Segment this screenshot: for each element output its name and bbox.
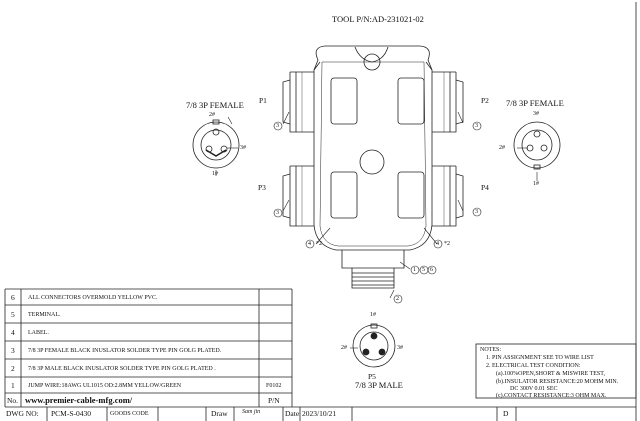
bom-header-website: www.premier-cable-mfg.com/ xyxy=(25,395,133,405)
date-value: 2023/10/21 xyxy=(302,409,337,418)
bottom-thread xyxy=(341,250,405,289)
bom-pn-1: F0102 xyxy=(266,383,282,389)
left-connector-label: 7/8 3P FEMALE xyxy=(186,100,244,110)
callout-2: 2 xyxy=(396,296,399,302)
right-connector-face xyxy=(513,121,561,170)
note-line-5: DC 300V 0.01 SEC xyxy=(510,386,558,392)
bom-header-no: No. xyxy=(7,396,19,405)
left-pin-2: 2# xyxy=(209,112,215,118)
bom-desc-5: TERMINAL. xyxy=(28,312,61,318)
callout-4-left: 4 xyxy=(308,241,311,247)
dwg-no-label: DWG NO: xyxy=(6,409,39,418)
bottom-connector-face xyxy=(352,323,396,368)
left-pin-3: 3# xyxy=(240,145,246,151)
port-p4-label: P4 xyxy=(481,183,489,192)
goods-code-label: GOODS CODE xyxy=(110,411,149,417)
port-p5-label: P5 xyxy=(368,372,376,381)
bom-desc-1: JUMP WIRE:18AWG UL1015 OD:2.8MM YELLOW/G… xyxy=(28,383,182,389)
draw-signature: Sam jin xyxy=(242,409,261,415)
left-connector-face xyxy=(192,119,240,169)
bom-no-2: 2 xyxy=(11,364,15,373)
callout-3-p3: 3 xyxy=(276,210,279,216)
callout-3-p4: 3 xyxy=(475,209,478,215)
draw-label: Draw xyxy=(211,409,228,418)
bom-no-3: 3 xyxy=(11,346,15,355)
bom-no-4: 4 xyxy=(11,328,15,337)
date-label: Date xyxy=(285,409,300,418)
bom-desc-2: 7/8 3P MALE BLACK INUSLATOR SOLDER TYPE … xyxy=(28,366,216,372)
bom-no-6: 6 xyxy=(11,293,15,302)
right-pin-2: 2# xyxy=(499,145,505,151)
port-left-lower xyxy=(282,165,314,227)
callout-star2-right: *2 xyxy=(444,241,450,247)
note-line-6: (c).CONTACT RESISTANCE:3 OHM MAX. xyxy=(496,393,607,399)
bom-table-lines xyxy=(4,288,637,421)
port-p2-label: P2 xyxy=(481,96,489,105)
note-line-4: (b).INSULATOR RESISTANCE:20 MOHM MIN. xyxy=(496,379,619,385)
bottom-connector-label: 7/8 3P MALE xyxy=(355,380,403,390)
bom-no-5: 5 xyxy=(11,310,15,319)
callout-4-right: 4 xyxy=(436,241,439,247)
callout-3-p2: 3 xyxy=(475,123,478,129)
note-line-3: (a).100%OPEN,SHORT & MISWIRE TEST, xyxy=(496,371,605,377)
note-line-2: 2. ELECTRICAL TEST CONDITION: xyxy=(486,363,581,369)
bom-desc-6: ALL CONNECTORS OVERMOLD YELLOW PVC. xyxy=(28,295,158,301)
bottom-pin-3: 3# xyxy=(397,345,403,351)
bom-desc-3: 7/8 3P FEMALE BLACK INUSLATOR SOLDER TYP… xyxy=(28,348,222,354)
callout-3-p1: 3 xyxy=(276,123,279,129)
right-connector-label: 7/8 3P FEMALE xyxy=(506,98,564,108)
right-pin-1: 1# xyxy=(533,181,539,187)
bottom-pin-2: 2# xyxy=(341,345,347,351)
dwg-no-value: PCM-S-0430 xyxy=(51,409,92,418)
right-pin-3: 3# xyxy=(533,111,539,117)
bom-no-1: 1 xyxy=(11,381,15,390)
notes-title: NOTES: xyxy=(480,347,501,353)
port-right-lower xyxy=(432,165,464,227)
bom-desc-4: LABEL. xyxy=(28,330,49,336)
junction-body xyxy=(313,45,433,251)
callout-star2-left: *2 xyxy=(316,241,322,247)
note-line-1: 1. PIN ASSIGNMENT SEE TO WIRE LIST xyxy=(486,355,594,361)
drawing-title: TOOL P/N:AD-231021-02 xyxy=(332,14,424,24)
callout-circles xyxy=(273,121,482,304)
callout-5: 5 xyxy=(422,267,425,273)
callout-1: 1 xyxy=(413,267,416,273)
callout-6: 6 xyxy=(430,267,433,273)
revision-letter: D xyxy=(503,409,509,418)
left-pin-1: 1# xyxy=(212,171,218,177)
bom-header-pn: P/N xyxy=(268,396,280,405)
port-left-upper xyxy=(282,71,314,133)
bottom-pin-1: 1# xyxy=(370,312,376,318)
port-right-upper xyxy=(432,71,464,133)
leader-lines xyxy=(215,111,538,349)
port-p3-label: P3 xyxy=(258,183,266,192)
port-p1-label: P1 xyxy=(259,96,267,105)
